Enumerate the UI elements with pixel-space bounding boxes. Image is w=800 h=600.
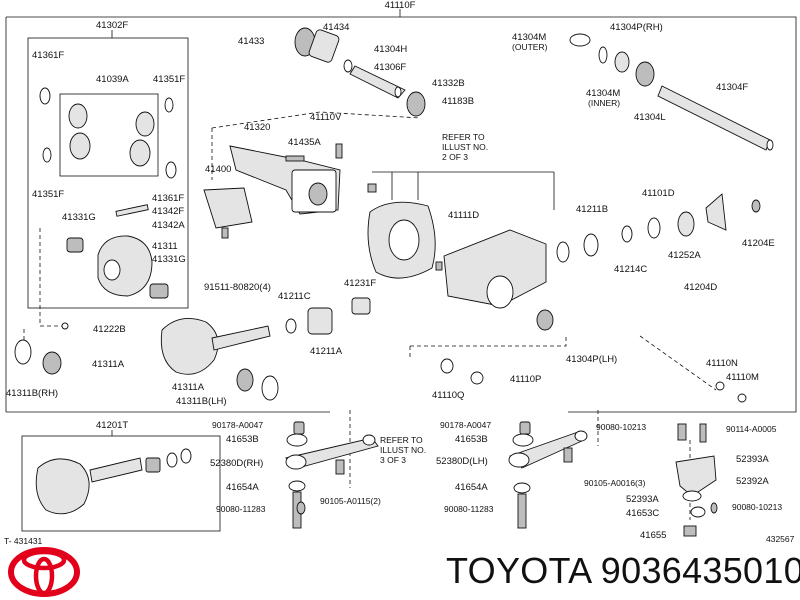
label-outer: (OUTER) (512, 42, 548, 52)
label-52392A: 52392A (736, 476, 769, 487)
label-41110N: 41110N (706, 358, 738, 369)
part-number-caption: TOYOTA 9036435010 (446, 550, 800, 591)
label-41304L: 41304L (634, 112, 666, 123)
drawing-id-left: T- 431431 (4, 536, 43, 546)
label-41302F: 41302F (96, 20, 128, 31)
label-52380D-lh: 52380D(LH) (436, 456, 488, 467)
carrier-housing-group (203, 111, 421, 335)
ring-pinion-group (14, 317, 279, 401)
refer-2of3-line2: ILLUST NO. (442, 142, 488, 152)
label-41304F: 41304F (716, 82, 748, 93)
label-90105-3: 90105-A0016(3) (584, 478, 646, 488)
label-41252A: 41252A (668, 250, 701, 261)
axle-housing-group (367, 171, 570, 331)
drawing-id-right: 432567 (766, 534, 795, 544)
toyota-logo (8, 547, 80, 597)
label-41332B: 41332B (432, 78, 465, 89)
label-41304M-outer: 41304M (512, 32, 546, 43)
label-41304P-rh: 41304P(RH) (610, 22, 663, 33)
label-41311A-a: 41311A (92, 359, 125, 370)
part-labels: 41302F 41361F 41039A 41351F 41351F 41361… (4, 20, 795, 546)
label-41653B-a: 41653B (226, 434, 259, 445)
front-link-group (285, 421, 379, 529)
label-90114: 90114-A0005 (726, 424, 777, 434)
label-41320: 41320 (244, 122, 270, 133)
label-41222B: 41222B (93, 324, 126, 335)
label-41311B-lh: 41311B(LH) (176, 396, 227, 407)
label-90178-b: 90178-A0047 (440, 420, 491, 430)
label-41361F-b: 41361F (152, 193, 184, 204)
label-52393A-b: 52393A (626, 494, 659, 505)
label-41101D: 41101D (642, 188, 675, 199)
label-41433: 41433 (238, 36, 264, 47)
label-41110Q: 41110Q (432, 390, 464, 401)
label-41361F-a: 41361F (32, 50, 64, 61)
ring-gear-set-group (21, 430, 221, 532)
label-41654A-b: 41654A (455, 482, 488, 493)
label-90178-a: 90178-A0047 (212, 420, 263, 430)
pinion-bearing-group (294, 27, 426, 117)
refer-3of3-line1: REFER TO (380, 435, 423, 445)
diagram-frame: 41110F (5, 0, 797, 413)
label-41039A: 41039A (96, 74, 129, 85)
label-41435A: 41435A (288, 137, 321, 148)
label-90080-10213-a: 90080-10213 (596, 422, 646, 432)
bracket-group (675, 423, 718, 537)
label-41351F-b: 41351F (32, 189, 64, 200)
label-90080-10213-b: 90080-10213 (732, 502, 782, 512)
label-90080-11283-a: 90080-11283 (216, 504, 266, 514)
refer-3of3-line3: 3 OF 3 (380, 455, 406, 465)
label-41653B-b: 41653B (455, 434, 488, 445)
label-41655: 41655 (640, 530, 666, 541)
label-41204D: 41204D (684, 282, 717, 293)
label-41110P: 41110P (510, 374, 541, 385)
axle-shaft-group (440, 33, 774, 403)
label-52380D-rh: 52380D(RH) (210, 458, 263, 469)
logo-outer-ring (8, 547, 80, 597)
label-90080-11283-b: 90080-11283 (444, 504, 494, 514)
differential-case-group (27, 30, 189, 309)
refer-2of3-line3: 2 OF 3 (442, 152, 468, 162)
label-41331G-a: 41331G (62, 212, 96, 223)
label-41653C: 41653C (626, 508, 659, 519)
logo-horizontal-ring (21, 549, 67, 571)
label-41400: 41400 (205, 164, 231, 175)
top-assembly-label: 41110F (385, 0, 416, 11)
rear-link-group (508, 421, 588, 529)
label-41183B: 41183B (442, 96, 474, 107)
label-90105-2: 90105-A0115(2) (320, 496, 381, 506)
logo-vertical-ring (33, 556, 55, 596)
label-41110V: 41110V (310, 112, 342, 123)
label-41654A-a: 41654A (226, 482, 259, 493)
label-41311: 41311 (152, 241, 178, 252)
label-41342F: 41342F (152, 206, 184, 217)
label-41331G-b: 41331G (152, 254, 186, 265)
label-41304H: 41304H (374, 44, 407, 55)
label-41211A: 41211A (310, 346, 343, 357)
label-41204E: 41204E (742, 238, 775, 249)
refer-2of3-line1: REFER TO (442, 132, 485, 142)
label-41304P-lh: 41304P(LH) (566, 354, 617, 365)
label-41434: 41434 (323, 22, 349, 33)
label-41201T: 41201T (96, 420, 128, 431)
label-91511: 91511-80820(4) (204, 282, 271, 293)
refer-3of3-line2: ILLUST NO. (380, 445, 426, 455)
label-41111D: 41111D (448, 210, 479, 221)
label-41342A: 41342A (152, 220, 185, 231)
label-41351F-a: 41351F (153, 74, 185, 85)
label-inner: (INNER) (588, 98, 620, 108)
label-41231F: 41231F (344, 278, 376, 289)
label-41211C: 41211C (278, 291, 311, 302)
label-41304M-inner: 41304M (586, 88, 620, 99)
label-52393A-a: 52393A (736, 454, 769, 465)
label-41214C: 41214C (614, 264, 647, 275)
label-41311B-rh: 41311B(RH) (6, 388, 58, 399)
label-41311A-b: 41311A (172, 382, 205, 393)
label-41306F: 41306F (374, 62, 406, 73)
label-41211B: 41211B (576, 204, 608, 215)
label-41110M: 41110M (726, 372, 759, 383)
